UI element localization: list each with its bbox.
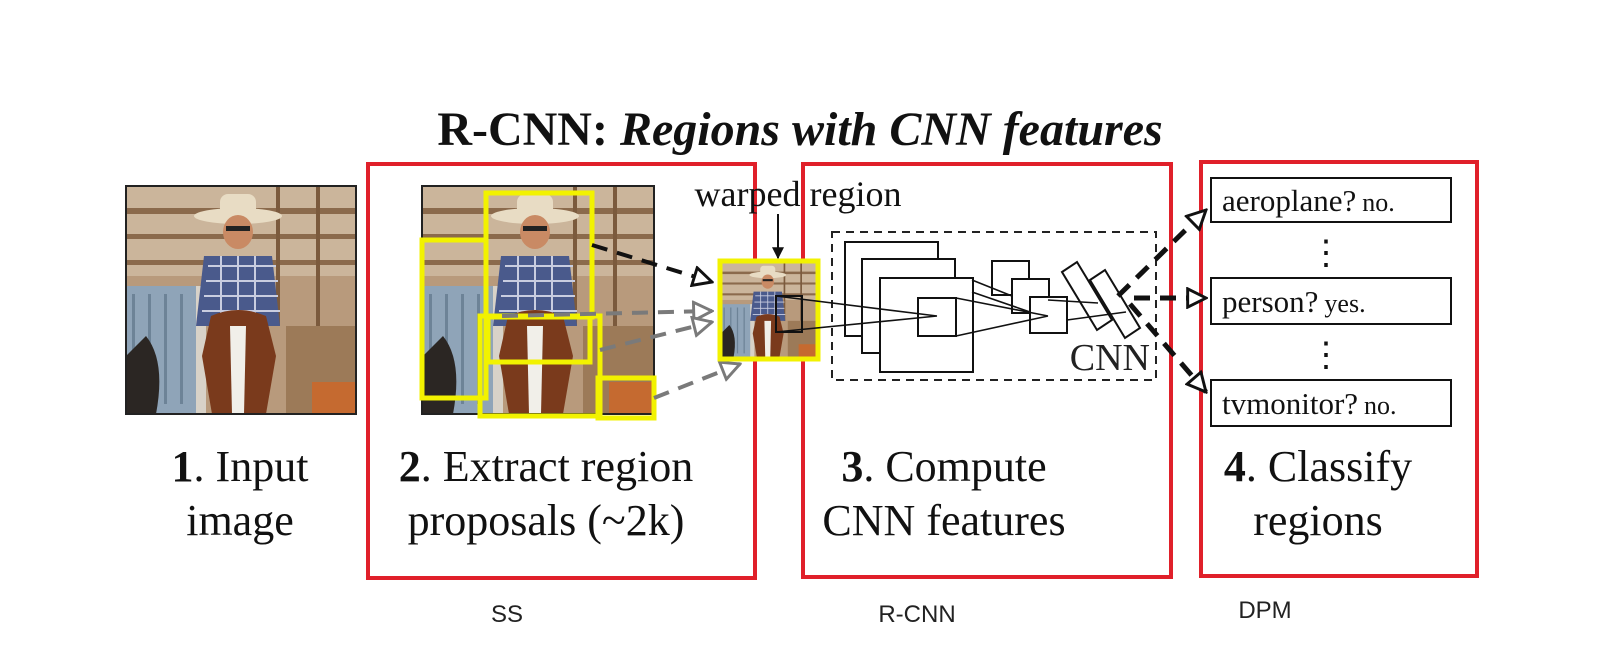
class-answer: no. <box>1362 188 1395 217</box>
class-answer: no. <box>1364 391 1397 420</box>
step-number: 1 <box>172 442 194 491</box>
step-3-caption: 3. Compute CNN features <box>822 442 1065 545</box>
proposal-arrows <box>501 243 740 400</box>
svg-text:person?yes.: person?yes. <box>1222 284 1366 319</box>
class-name: aeroplane? <box>1222 183 1356 218</box>
step-2-caption: 2. Extract region proposals (~2k) <box>399 442 693 545</box>
rcnn-label: R-CNN <box>878 601 955 628</box>
rcnn-highlight-box <box>801 162 1173 579</box>
step-1-caption: 1. Input image <box>172 442 309 545</box>
warped-region-label: warped region <box>695 174 902 214</box>
arrow <box>1128 302 1206 392</box>
cnn-dashed-frame <box>831 231 1157 381</box>
dpm-label: DPM <box>1238 597 1291 624</box>
classifier-output: person?yes. <box>1210 277 1452 325</box>
ss-highlight-box <box>366 162 757 580</box>
cnn-block: CNN <box>775 231 1157 381</box>
ellipsis: ⋮ <box>1309 235 1343 272</box>
svg-text:3. Compute: 3. Compute <box>841 442 1046 491</box>
step-line1: . Classify <box>1246 442 1412 491</box>
class-name: person? <box>1222 284 1318 319</box>
diagram-title: R-CNN: Regions with CNN features <box>437 103 1162 156</box>
svg-text:aeroplane?no.: aeroplane?no. <box>1222 183 1395 218</box>
svg-text:tvmonitor?no.: tvmonitor?no. <box>1222 386 1397 421</box>
arrow <box>599 322 712 352</box>
class-answer: yes. <box>1324 289 1365 318</box>
classification-arrows <box>1116 210 1206 392</box>
classifier-output: aeroplane?no. <box>1210 177 1452 223</box>
arrow <box>1116 210 1206 298</box>
step-line1: . Extract region <box>421 442 693 491</box>
step-line2: CNN features <box>822 496 1065 545</box>
svg-text:4. Classify: 4. Classify <box>1224 442 1412 491</box>
warped-region-image <box>717 258 821 362</box>
step-number: 4 <box>1224 442 1246 491</box>
step-number: 2 <box>399 442 421 491</box>
input-image <box>125 185 357 415</box>
arrow <box>591 243 712 282</box>
step-line2: image <box>186 496 294 545</box>
title-italic: Regions with CNN features <box>619 103 1163 156</box>
classifier-output: tvmonitor?no. <box>1210 379 1452 427</box>
cnn-label: CNN <box>1070 337 1150 379</box>
step-line1: . Input <box>194 442 309 491</box>
svg-text:1. Input: 1. Input <box>172 442 309 491</box>
step-4-caption: 4. Classify regions <box>1224 442 1412 545</box>
dpm-highlight-box <box>1199 160 1479 578</box>
arrow <box>501 311 712 316</box>
step-line1: . Compute <box>863 442 1046 491</box>
class-name: tvmonitor? <box>1222 386 1358 421</box>
step-line2: proposals (~2k) <box>408 496 685 545</box>
step-line2: regions <box>1253 496 1383 545</box>
title-bold: R-CNN: <box>437 103 608 156</box>
ellipsis: ⋮ <box>1309 337 1343 374</box>
arrow <box>653 364 740 400</box>
ss-label: SS <box>491 601 523 628</box>
step-number: 3 <box>841 442 863 491</box>
svg-text:2. Extract region: 2. Extract region <box>399 442 693 491</box>
